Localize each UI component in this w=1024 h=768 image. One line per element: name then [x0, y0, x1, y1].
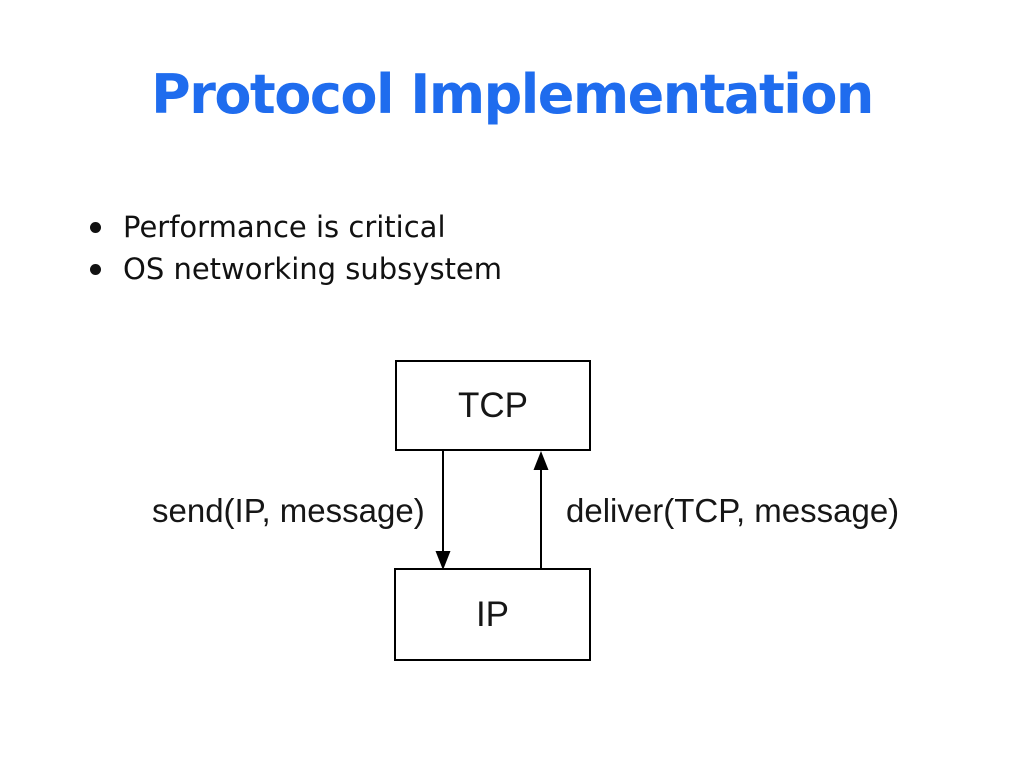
tcp-box-label: TCP	[458, 385, 528, 425]
bullet-icon	[90, 222, 101, 233]
deliver-arrow-label: deliver(TCP, message)	[566, 492, 900, 529]
deliver-arrow-up-icon	[533, 451, 549, 569]
bullet-list: Performance is critical OS networking su…	[88, 206, 502, 290]
tcp-box: TCP	[395, 360, 591, 451]
bullet-icon	[90, 264, 101, 275]
page-title: Protocol Implementation	[151, 63, 874, 126]
list-item: OS networking subsystem	[88, 248, 502, 290]
ip-box-label: IP	[475, 594, 510, 634]
bullet-text: OS networking subsystem	[123, 252, 503, 286]
send-arrow-label: send(IP, message)	[152, 492, 425, 529]
bullet-text: Performance is critical	[123, 210, 446, 244]
send-arrow-down-icon	[435, 451, 451, 570]
list-item: Performance is critical	[88, 206, 502, 248]
ip-box: IP	[394, 568, 591, 661]
